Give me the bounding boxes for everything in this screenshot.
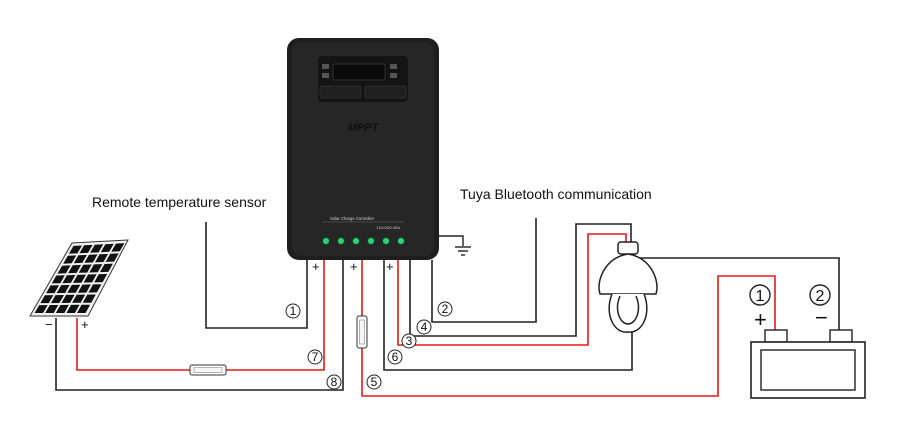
- solar-cell: [99, 263, 113, 273]
- solar-cell: [40, 295, 54, 304]
- solar-cell: [82, 294, 96, 303]
- lcd-screen: [332, 63, 386, 81]
- solar-cell: [84, 254, 98, 263]
- solar-cell: [73, 274, 86, 283]
- wire-number-3: 3: [401, 333, 417, 349]
- solar-cell: [77, 304, 91, 313]
- wire-number-1: 1: [285, 303, 301, 319]
- solar-cell: [73, 254, 87, 264]
- svg-text:3: 3: [406, 334, 413, 348]
- battery-icon: [750, 329, 866, 399]
- solar-cell: [56, 284, 70, 294]
- panel-plus-sign: +: [81, 317, 89, 332]
- solar-cell: [83, 274, 97, 283]
- wire-5-battery-positive: [361, 260, 776, 397]
- batt-plus-sign: +: [350, 259, 358, 274]
- solar-cell: [63, 255, 77, 264]
- solar-cell: [66, 304, 80, 313]
- battery-number-2: 2: [809, 284, 831, 306]
- charge-controller: MPPT Solar Charge Controller 12V/24V-40A: [287, 38, 439, 260]
- svg-text:2: 2: [816, 288, 825, 305]
- solar-cell: [95, 253, 109, 263]
- ground-icon: [439, 235, 471, 256]
- solar-cell: [88, 284, 102, 293]
- menu-button-left: [319, 85, 362, 99]
- solar-cell: [46, 285, 60, 294]
- wire-number-4: 4: [416, 319, 432, 335]
- solar-cell: [78, 264, 92, 273]
- wire-number-6: 6: [387, 349, 403, 365]
- solar-cell: [77, 284, 91, 293]
- svg-text:8: 8: [331, 375, 338, 389]
- solar-cell: [90, 244, 104, 253]
- controller-rating: 12V/24V-40A: [376, 225, 400, 230]
- pv-plus-sign: +: [312, 259, 320, 274]
- solar-cell: [61, 294, 75, 303]
- solar-cell: [72, 294, 86, 303]
- solar-panel: [29, 239, 129, 317]
- controller-brand: MPPT: [348, 122, 380, 134]
- solar-cell: [67, 284, 81, 293]
- panel-minus-sign: −: [45, 317, 53, 332]
- remote-sensor-label: Remote temperature sensor: [92, 194, 267, 210]
- tuya-label: Tuya Bluetooth communication: [460, 186, 652, 202]
- svg-text:7: 7: [312, 350, 319, 364]
- solar-cell: [51, 275, 65, 284]
- solar-cell: [57, 265, 71, 274]
- solar-cell: [68, 264, 82, 274]
- svg-text:5: 5: [371, 375, 378, 389]
- svg-text:4: 4: [421, 320, 428, 334]
- wire-number-2: 2: [437, 301, 453, 317]
- svg-text:6: 6: [392, 350, 399, 364]
- wire-2-communication: [431, 218, 537, 323]
- solar-cell: [100, 243, 114, 253]
- solar-cell: [111, 243, 125, 252]
- wire-8-pv-negative: [55, 260, 344, 391]
- menu-button-right: [364, 85, 407, 99]
- wire-1-temperature-sensor: [205, 222, 308, 329]
- controller-subtitle: Solar Charge Controller: [330, 216, 375, 221]
- solar-cell: [50, 295, 64, 304]
- lamp-icon: [598, 241, 658, 333]
- svg-text:1: 1: [756, 288, 765, 305]
- solar-cell: [79, 244, 93, 254]
- wire-3-load-positive: [397, 233, 627, 346]
- fuse-icon: [356, 315, 368, 349]
- battery-number-1: 1: [749, 284, 771, 306]
- solar-cell: [34, 305, 48, 313]
- solar-cell: [45, 305, 59, 313]
- svg-text:2: 2: [442, 302, 449, 316]
- solar-cell: [55, 304, 69, 313]
- solar-cell: [62, 274, 76, 284]
- solar-cell: [89, 264, 103, 273]
- battery-plus-sign: +: [754, 307, 767, 332]
- svg-text:1: 1: [290, 304, 297, 318]
- solar-cell: [94, 273, 108, 283]
- load-plus-sign: +: [386, 259, 394, 274]
- wire-number-8: 8: [326, 374, 342, 390]
- solar-cell: [68, 245, 82, 254]
- terminal-leds: [322, 237, 405, 245]
- solar-cell: [105, 253, 119, 262]
- fuse-icon: [189, 364, 227, 376]
- wire-number-5: 5: [366, 374, 382, 390]
- wire-number-7: 7: [307, 349, 323, 365]
- battery-minus-sign: −: [815, 305, 828, 330]
- wire-4-load-negative: [409, 223, 632, 337]
